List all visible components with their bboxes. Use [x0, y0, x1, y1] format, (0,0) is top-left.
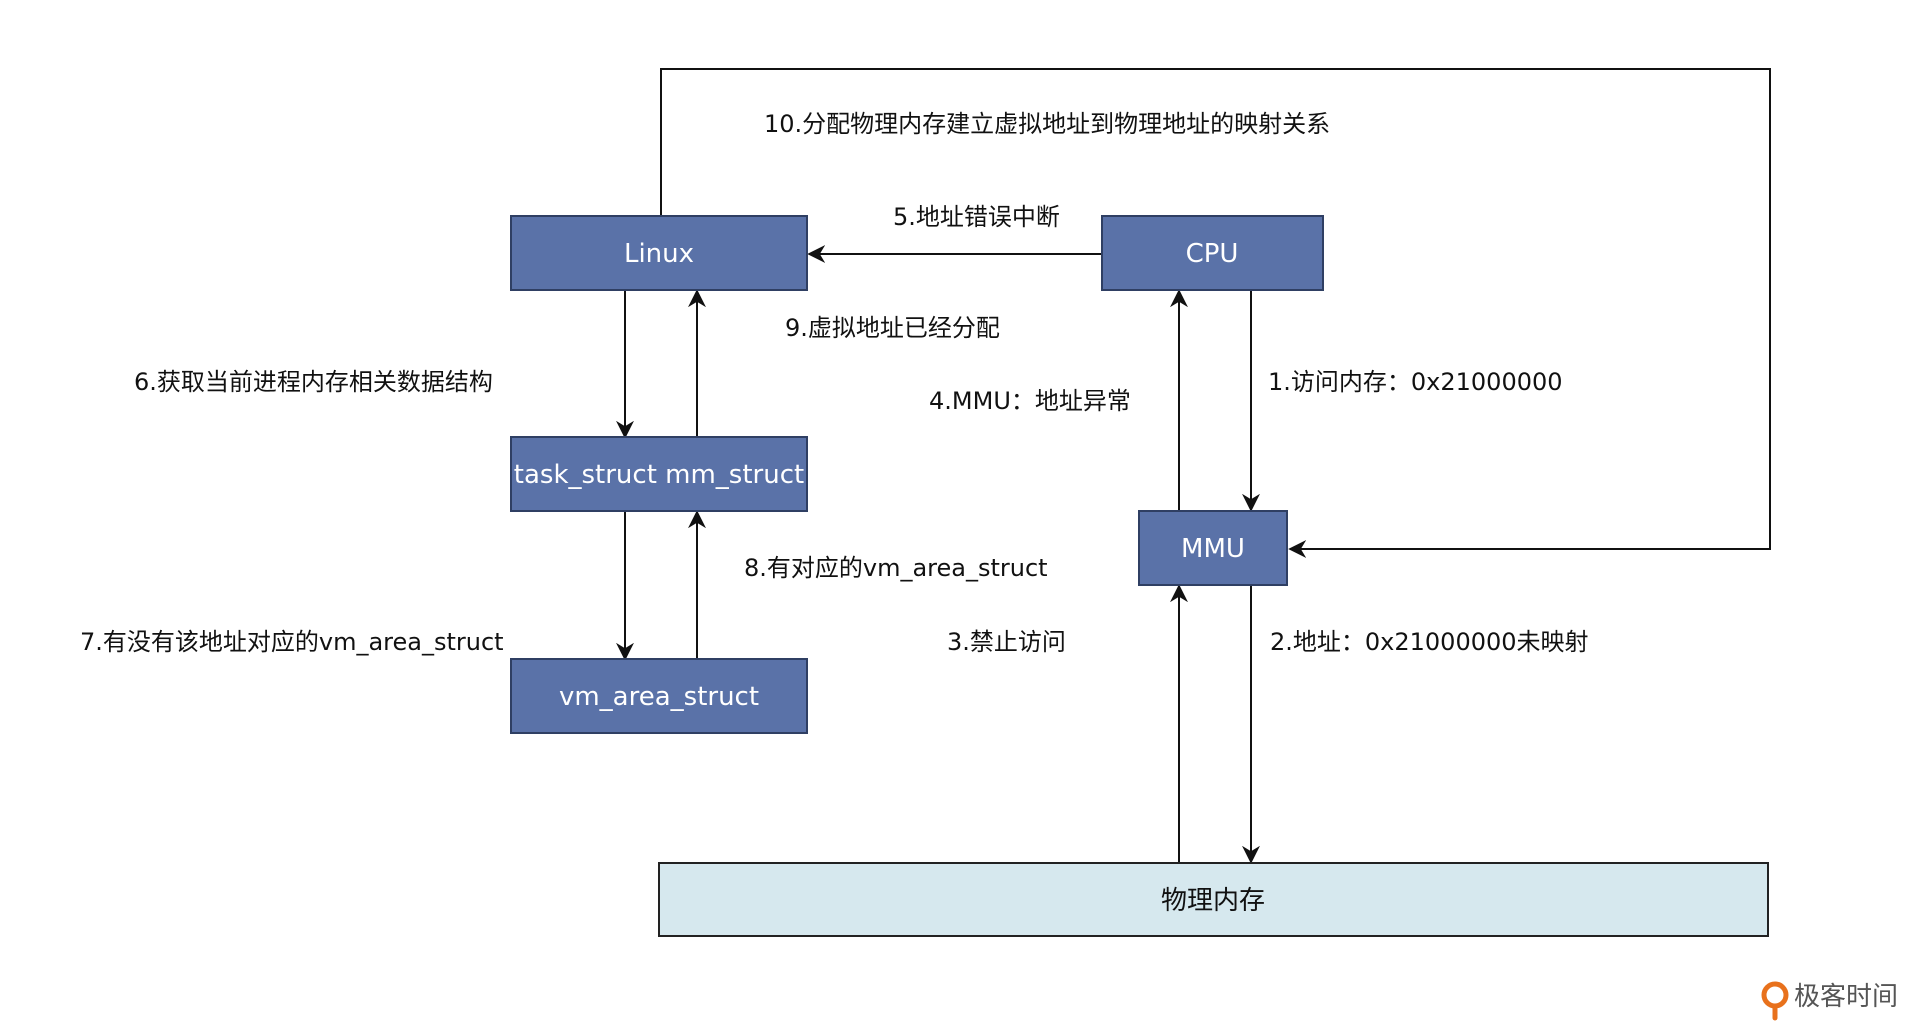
node-vm-area-struct-label: vm_area_struct: [559, 682, 759, 712]
node-task-struct-label: task_struct mm_struct: [514, 460, 804, 490]
edge-9-label: 9.虚拟地址已经分配: [785, 314, 1000, 342]
edge-10-label: 10.分配物理内存建立虚拟地址到物理地址的映射关系: [764, 110, 1330, 138]
edge-6-label: 6.获取当前进程内存相关数据结构: [134, 368, 493, 396]
node-vm-area-struct: vm_area_struct: [510, 658, 808, 734]
edge-2-label: 2.地址：0x21000000未映射: [1270, 628, 1589, 656]
brand-name: 极客时间: [1794, 982, 1898, 1012]
node-task-struct: task_struct mm_struct: [510, 436, 808, 512]
geekbang-logo-icon: [1761, 981, 1789, 1021]
edges: [616, 68, 1771, 864]
edge-4-label: 4.MMU：地址异常: [929, 387, 1131, 415]
edge-8-label: 8.有对应的vm_area_struct: [744, 554, 1048, 582]
edge-5-label: 5.地址错误中断: [893, 203, 1060, 231]
node-linux-label: Linux: [624, 239, 694, 269]
node-physical-memory: 物理内存: [658, 862, 1769, 937]
node-physical-memory-label: 物理内存: [1161, 886, 1265, 916]
node-mmu-label: MMU: [1181, 534, 1245, 564]
node-cpu-label: CPU: [1186, 239, 1239, 269]
edge-labels: 10.分配物理内存建立虚拟地址到物理地址的映射关系 5.地址错误中断 9.虚拟地…: [80, 110, 1589, 656]
edge-7-label: 7.有没有该地址对应的vm_area_struct: [80, 628, 504, 656]
edge-3-label: 3.禁止访问: [947, 628, 1066, 656]
node-mmu: MMU: [1138, 510, 1288, 586]
brand-watermark: 极客时间: [1761, 981, 1898, 1021]
node-cpu: CPU: [1101, 215, 1324, 291]
edge-1-label: 1.访问内存：0x21000000: [1268, 368, 1563, 396]
node-linux: Linux: [510, 215, 808, 291]
edge-10-allocate-mapping: [660, 68, 1771, 558]
